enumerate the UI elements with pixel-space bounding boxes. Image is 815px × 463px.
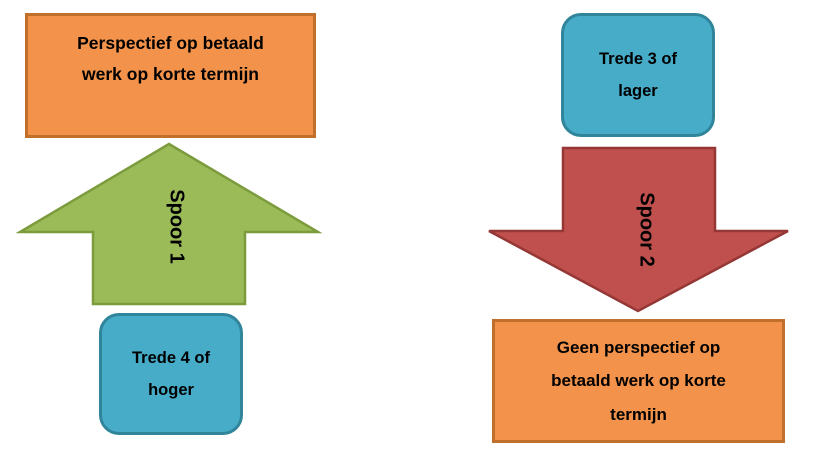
spoor-1-label: Spoor 1 [165,189,188,264]
down-arrow-icon [488,146,789,313]
perspectief-box[interactable]: Perspectief op betaald werk op korte ter… [25,13,316,138]
trede-3-box-label: Trede 3 of lager [599,49,677,100]
trede-3-box[interactable]: Trede 3 of lager [561,13,715,137]
spoor-2-arrow[interactable] [487,146,790,313]
geen-perspectief-box-label: Geen perspectief op betaald werk op kort… [551,338,726,424]
geen-perspectief-box[interactable]: Geen perspectief op betaald werk op kort… [492,319,785,443]
spoor-1-arrow[interactable] [15,142,323,306]
up-arrow-icon [15,142,323,306]
trede-4-box-label: Trede 4 of hoger [132,348,210,399]
perspectief-box-label: Perspectief op betaald werk op korte ter… [77,32,264,84]
trede-4-box[interactable]: Trede 4 of hoger [99,313,243,435]
spoor-2-label: Spoor 2 [635,192,658,267]
